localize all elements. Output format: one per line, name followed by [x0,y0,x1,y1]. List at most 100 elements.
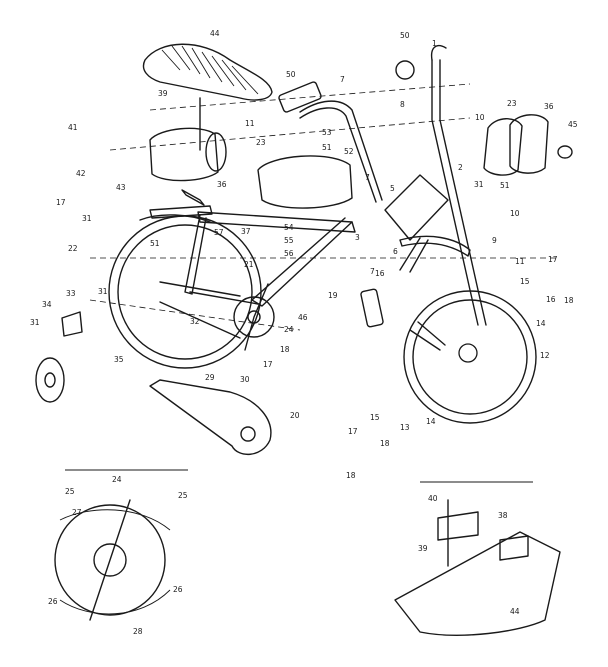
callout-21: 21 [244,260,254,269]
callout-31c: 31 [474,180,484,189]
handlebar-fork [299,44,487,351]
callout-17c: 17 [348,427,358,436]
callout-17a: 17 [56,198,66,207]
callout-50a: 50 [286,70,296,79]
callout-42: 42 [76,169,86,178]
kickstand-grip [360,288,384,328]
callout-44b: 44 [510,607,520,616]
callout-9: 9 [492,236,497,245]
callout-17b: 17 [263,360,273,369]
callout-45: 45 [568,120,578,129]
callout-11a: 11 [245,119,255,128]
callout-14a: 14 [426,417,436,426]
callout-41: 41 [68,123,78,132]
callout-24: 24 [284,325,294,334]
sprocket-crank [159,281,275,351]
callout-18b: 18 [380,439,390,448]
callout-13: 13 [400,423,410,432]
part-callouts: 1 2 5 6 7 7 7 8 9 10 10 11 11 12 13 14 1… [30,29,578,636]
front-hub [458,343,478,363]
callout-15b: 15 [520,277,530,286]
callout-30: 30 [240,375,250,384]
callout-44a: 44 [210,29,220,38]
handle-grip [278,81,322,113]
gas-tank-cover [257,155,353,209]
callout-7a: 7 [340,75,345,84]
callout-7b: 7 [370,267,375,276]
callout-11b: 11 [515,257,525,266]
callout-23b: 23 [507,99,517,108]
callout-53: 53 [322,128,332,137]
callout-15a: 15 [370,413,380,422]
callout-20: 20 [290,411,300,420]
callout-5: 5 [390,184,395,193]
assembly-guide-lines [89,83,560,331]
callout-56: 56 [284,249,294,258]
callout-27: 27 [72,508,82,517]
callout-6: 6 [393,247,398,256]
callout-51b: 51 [500,181,510,190]
callout-12: 12 [540,351,550,360]
callout-18c: 18 [346,471,356,480]
callout-35: 35 [114,355,124,364]
callout-33: 33 [66,289,76,298]
callout-32: 32 [190,317,200,326]
callout-26b: 26 [173,585,183,594]
callout-1: 1 [432,39,437,48]
callout-31a: 31 [30,318,40,327]
callout-28: 28 [133,627,143,636]
callout-40: 40 [428,494,438,503]
rear-fender [139,214,211,223]
callout-57: 57 [214,228,224,237]
callout-39b: 39 [418,544,428,553]
callout-14b: 14 [536,319,546,328]
front-fender [399,235,471,257]
callout-46: 46 [298,313,308,322]
saddle-bag-left [149,127,227,182]
callout-10a: 10 [475,113,485,122]
callout-31d: 31 [98,287,108,296]
seat-detail-inset [394,499,561,636]
callout-7c: 7 [365,173,370,182]
callout-37: 37 [241,227,251,236]
callout-52: 52 [344,147,354,156]
training-wheel [35,311,83,403]
saddle-bags-right [483,114,549,176]
callout-31b: 31 [82,214,92,223]
callout-8: 8 [400,100,405,109]
callout-43: 43 [116,183,126,192]
callout-23a: 23 [256,138,266,147]
callout-51c: 51 [150,239,160,248]
callout-36b: 36 [544,102,554,111]
callout-29: 29 [205,373,215,382]
chain-guard [149,379,272,455]
callout-25a: 25 [65,487,75,496]
callout-54: 54 [284,223,294,232]
callout-19: 19 [328,291,338,300]
banana-seat [142,43,273,151]
callout-2: 2 [458,163,463,172]
callout-50b: 50 [400,31,410,40]
callout-25b: 25 [178,491,188,500]
callout-22: 22 [68,244,78,253]
callout-24b: 24 [112,475,122,484]
callout-55: 55 [284,236,294,245]
callout-10b: 10 [510,209,520,218]
callout-34: 34 [42,300,52,309]
callout-51a: 51 [322,143,332,152]
callout-26a: 26 [48,597,58,606]
callout-16a: 16 [375,269,385,278]
callout-18a: 18 [280,345,290,354]
callout-3: 3 [355,233,360,242]
bell [557,145,573,159]
callout-17d: 17 [548,255,558,264]
callout-38: 38 [498,511,508,520]
callout-18d: 18 [564,296,574,305]
grip-end-cap [395,60,415,80]
front-wheel [403,290,537,424]
callout-36a: 36 [217,180,227,189]
callout-16b: 16 [546,295,556,304]
callout-39a: 39 [158,89,168,98]
